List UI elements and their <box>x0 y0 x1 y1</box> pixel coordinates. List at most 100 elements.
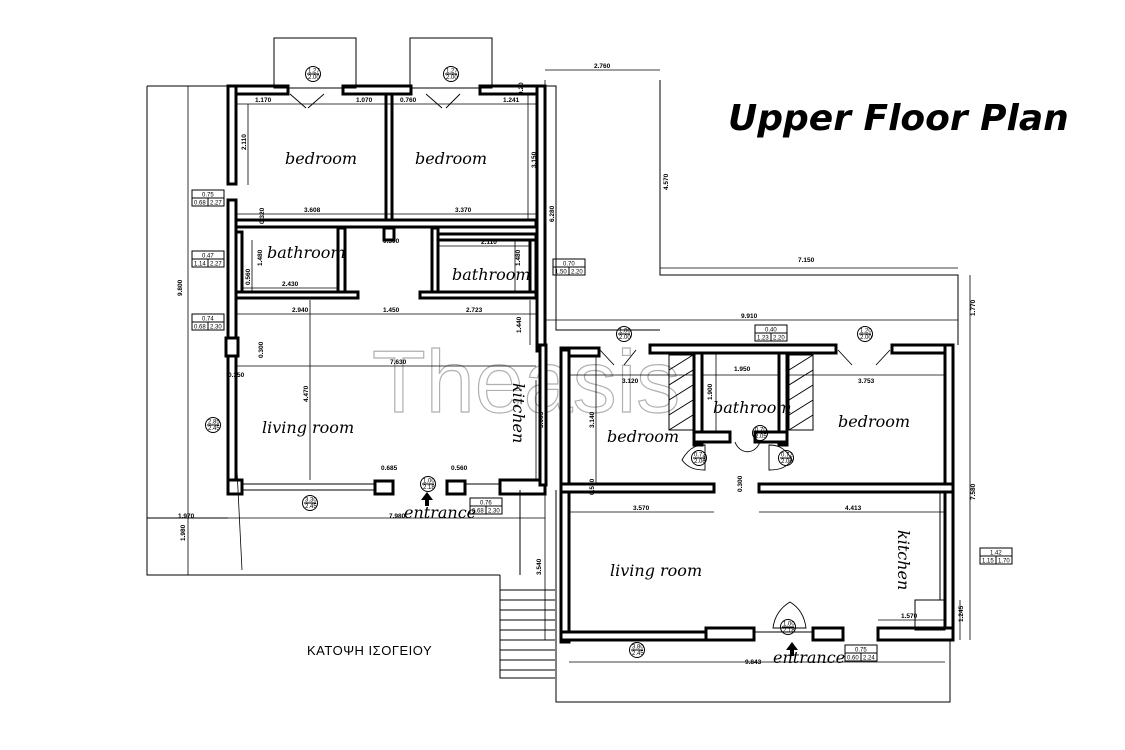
svg-text:2.00: 2.00 <box>446 75 458 81</box>
svg-text:0.75: 0.75 <box>855 648 867 654</box>
svg-text:6.280: 6.280 <box>549 205 556 222</box>
svg-text:1.170: 1.170 <box>255 97 272 104</box>
opening-box: 0.76 0.68 2.30 <box>469 497 503 515</box>
svg-text:1.27: 1.27 <box>446 69 458 75</box>
opening-box: 0.47 1.14 2.27 <box>191 250 225 268</box>
stairs <box>499 490 951 703</box>
svg-text:1.14: 1.14 <box>194 262 206 268</box>
svg-text:2.18: 2.18 <box>783 628 795 634</box>
svg-text:3.003: 3.003 <box>538 411 545 428</box>
svg-text:7.630: 7.630 <box>390 359 407 366</box>
svg-text:0.68: 0.68 <box>194 201 206 207</box>
opening-box: 0.40 1.23 2.20 <box>754 324 788 342</box>
svg-text:3.608: 3.608 <box>304 207 321 214</box>
room-label-bathroom: bathroom <box>713 398 792 417</box>
svg-text:3.140: 3.140 <box>589 411 596 428</box>
svg-text:0.300: 0.300 <box>258 341 265 358</box>
svg-text:0.68: 0.68 <box>472 509 484 515</box>
svg-text:0.40: 0.40 <box>765 328 777 334</box>
svg-text:1.00: 1.00 <box>783 622 795 628</box>
svg-text:3.80: 3.80 <box>632 645 644 651</box>
svg-text:0.75: 0.75 <box>202 193 214 199</box>
opening-circle: 1.002.18 <box>420 476 436 492</box>
svg-text:7.150: 7.150 <box>798 257 815 264</box>
svg-text:1.570: 1.570 <box>901 613 918 620</box>
opening-circle: 1.002.00 <box>616 326 632 342</box>
svg-text:1.00: 1.00 <box>619 329 631 335</box>
svg-text:1.450: 1.450 <box>383 307 400 314</box>
dimension-labels: 1.170 1.070 0.760 1.241 0.20 2.110 3.150… <box>177 63 977 666</box>
svg-text:0.74: 0.74 <box>202 317 214 323</box>
svg-text:1.770: 1.770 <box>970 299 977 316</box>
svg-text:0.350: 0.350 <box>228 372 245 379</box>
entrance-arrow-icon <box>786 642 798 656</box>
svg-text:2.45: 2.45 <box>632 651 644 657</box>
svg-text:2.18: 2.18 <box>423 485 435 491</box>
svg-text:3.120: 3.120 <box>622 378 639 385</box>
room-label-entrance: entrance <box>404 503 476 522</box>
right-unit-walls <box>559 343 955 644</box>
svg-text:0.70: 0.70 <box>755 428 767 434</box>
svg-text:0.76: 0.76 <box>480 501 492 507</box>
room-label-bathroom: bathroom <box>267 243 346 262</box>
plan-subtitle: ΚΑΤΟΨΗ ΙΣΟΓΕΙΟΥ <box>307 643 432 658</box>
room-label-bedroom: bedroom <box>285 149 357 168</box>
svg-text:2.30: 2.30 <box>488 509 500 515</box>
svg-text:0.320: 0.320 <box>259 207 266 224</box>
svg-text:1.480: 1.480 <box>515 249 522 266</box>
room-label-bedroom: bedroom <box>607 427 679 446</box>
svg-text:7.580: 7.580 <box>970 483 977 500</box>
svg-text:0.72: 0.72 <box>781 453 793 459</box>
svg-text:2.110: 2.110 <box>481 239 497 246</box>
svg-text:0.300: 0.300 <box>737 475 744 492</box>
svg-text:0.760: 0.760 <box>400 97 417 104</box>
svg-text:2.00: 2.00 <box>619 335 631 341</box>
svg-text:2.940: 2.940 <box>292 307 309 314</box>
opening-circle: 1.002.18 <box>780 619 796 635</box>
opening-circle: 3.302.45 <box>302 495 318 511</box>
svg-text:2.110: 2.110 <box>241 134 248 150</box>
opening-circle: 0.702.05 <box>752 425 768 441</box>
svg-text:1.20: 1.20 <box>860 329 872 335</box>
svg-text:0.530: 0.530 <box>589 478 596 495</box>
svg-text:4.413: 4.413 <box>845 505 862 512</box>
room-label-kitchen: kitchen <box>509 383 528 443</box>
entrance-arrow-icon <box>421 492 433 506</box>
svg-text:0.20: 0.20 <box>518 82 525 95</box>
svg-text:1.970: 1.970 <box>178 513 195 520</box>
svg-text:1.00: 1.00 <box>423 479 435 485</box>
svg-text:0.60: 0.60 <box>847 656 859 662</box>
svg-text:1.070: 1.070 <box>356 97 373 104</box>
svg-text:2.85: 2.85 <box>208 420 220 426</box>
outline-lines <box>146 80 959 576</box>
room-label-bathroom: bathroom <box>452 265 531 284</box>
closets <box>668 354 814 431</box>
svg-text:1.23: 1.23 <box>757 336 769 342</box>
opening-circle: 0.722.06 <box>691 450 707 466</box>
svg-text:2.06: 2.06 <box>781 459 793 465</box>
svg-text:1.15: 1.15 <box>982 559 994 565</box>
svg-text:0.47: 0.47 <box>202 254 214 260</box>
svg-text:1.480: 1.480 <box>257 249 264 266</box>
svg-text:9.910: 9.910 <box>741 313 758 320</box>
svg-text:1.980: 1.980 <box>180 524 187 541</box>
svg-text:0.560: 0.560 <box>451 465 468 472</box>
opening-labels: 1.272.00 1.272.00 2.852.45 1.002.18 3.30… <box>191 66 1013 662</box>
svg-text:2.20: 2.20 <box>773 336 785 342</box>
svg-text:9.843: 9.843 <box>745 659 762 666</box>
svg-text:0.300: 0.300 <box>383 238 400 245</box>
plan-title: Upper Floor Plan <box>728 98 1069 139</box>
svg-text:3.30: 3.30 <box>305 498 317 504</box>
opening-circle: 1.202.00 <box>857 326 873 342</box>
svg-text:4.470: 4.470 <box>303 385 310 402</box>
svg-text:1.70: 1.70 <box>998 559 1010 565</box>
room-label-kitchen: kitchen <box>894 530 913 590</box>
svg-text:1.900: 1.900 <box>707 383 714 400</box>
room-label-living-room: living room <box>262 418 354 437</box>
svg-text:2.27: 2.27 <box>210 262 222 268</box>
svg-text:3.370: 3.370 <box>455 207 472 214</box>
